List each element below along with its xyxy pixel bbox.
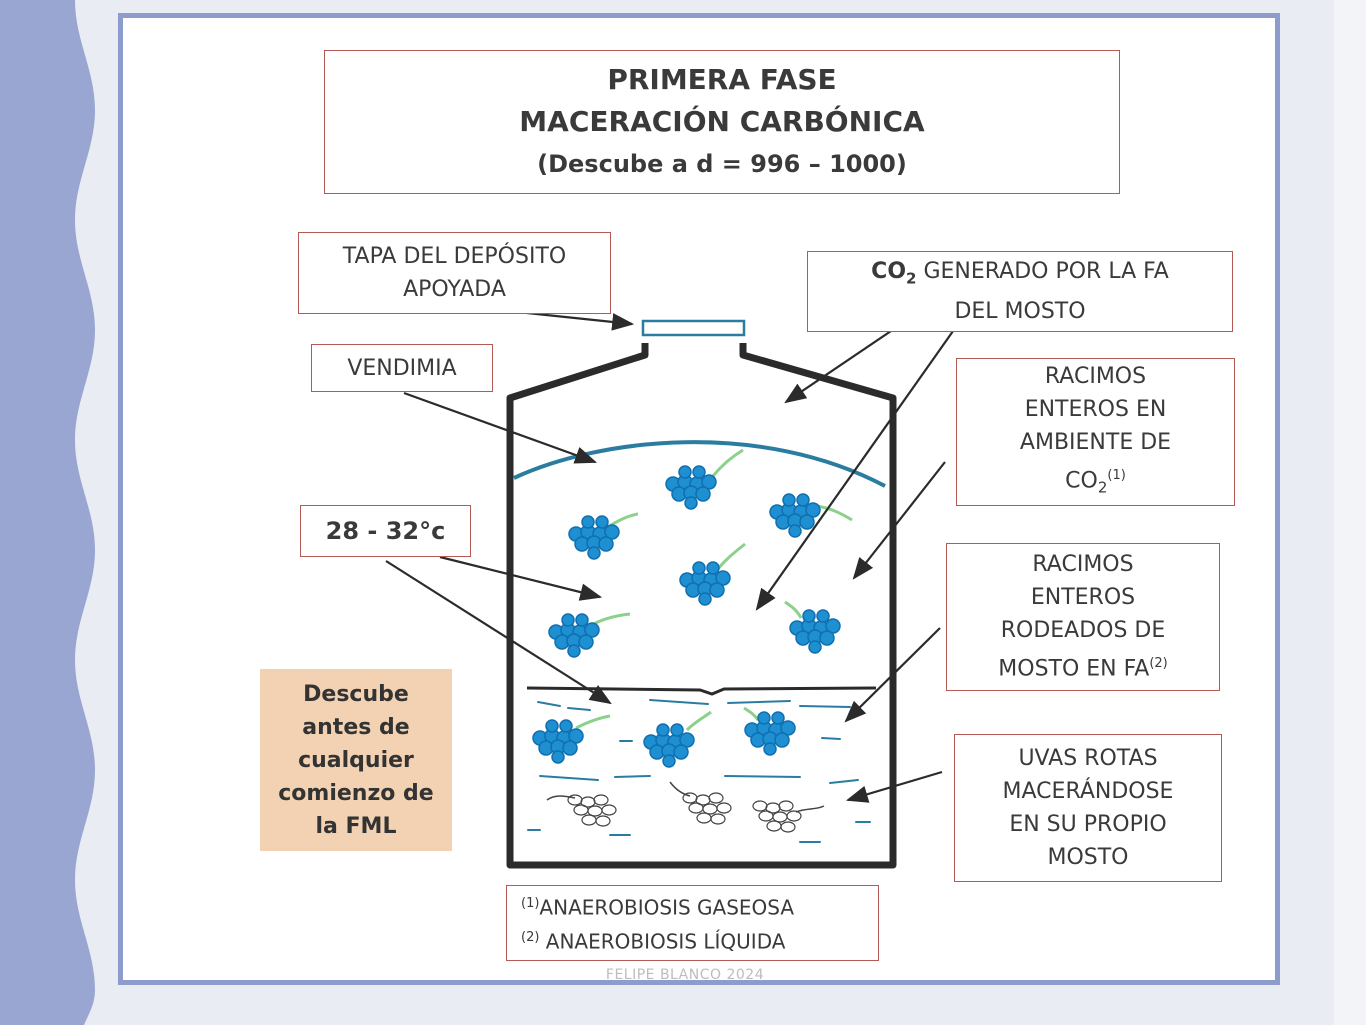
grape-bunch — [548, 612, 631, 658]
racimos-co2-line-3: AMBIENTE DE — [1019, 429, 1172, 455]
title-line-2: MACERACIÓN CARBÓNICA — [519, 105, 925, 138]
co2-label-line-1: CO2 GENERADO POR LA FA — [871, 258, 1169, 288]
arrow-temp-lower — [385, 560, 612, 705]
tank-outline — [506, 343, 897, 869]
uvas-line-2: MACERÁNDOSE — [1002, 779, 1174, 804]
title-line-3: (Descube a d = 996 – 1000) — [537, 150, 907, 178]
crushed-grapes — [546, 794, 617, 827]
grape-bunch — [679, 542, 746, 606]
lid-label: TAPA DEL DEPÓSITO APOYADA — [298, 232, 611, 314]
vendimia-surface — [513, 440, 886, 488]
racimos-mosto-line-1: RACIMOS — [1032, 552, 1134, 578]
arrow-temp-upper — [439, 555, 603, 601]
racimos-co2-line-4: CO2(1) — [1065, 467, 1126, 497]
crushed-grapes — [669, 781, 732, 825]
must-level-line — [526, 686, 877, 696]
must-dashes — [527, 699, 871, 843]
uvas-line-1: UVAS ROTAS — [1018, 746, 1158, 771]
grape-bunch — [769, 493, 853, 538]
descube-line-4: comienzo de — [278, 780, 434, 806]
tank-lid — [641, 319, 746, 337]
arrow-co2-grapes — [755, 323, 959, 611]
wave-shape — [0, 0, 95, 1025]
temperature-label-text: 28 - 32°c — [325, 516, 446, 545]
arrow-racimos-mosto — [844, 627, 941, 723]
grape-bunch — [643, 710, 712, 768]
racimos-mosto-line-3: RODEADOS DE — [1000, 618, 1166, 644]
crushed-grapes — [752, 800, 825, 833]
racimos-co2-label: RACIMOS ENTEROS EN AMBIENTE DE CO2(1) — [956, 358, 1235, 506]
footnotes-box: (1)ANAEROBIOSIS GASEOSA (2) ANAEROBIOSIS… — [506, 885, 879, 961]
descube-line-3: cualquier — [298, 747, 414, 773]
footer-credit: FELIPE BLANCO 2024 — [605, 967, 765, 983]
arrow-racimos-co2 — [852, 461, 946, 580]
descube-line-5: la FML — [315, 813, 397, 839]
uvas-line-4: MOSTO — [1047, 845, 1129, 870]
racimos-co2-line-2: ENTEROS EN — [1024, 396, 1167, 422]
vendimia-label-text: VENDIMIA — [347, 355, 457, 381]
co2-label-line-2: DEL MOSTO — [954, 299, 1086, 325]
vendimia-label: VENDIMIA — [311, 344, 493, 392]
title-box: PRIMERA FASE MACERACIÓN CARBÓNICA (Descu… — [324, 50, 1120, 194]
grape-bunch — [665, 448, 744, 510]
co2-label: CO2 GENERADO POR LA FA DEL MOSTO — [807, 251, 1233, 332]
decorative-wave-strip — [0, 0, 95, 1025]
arrow-uvas — [845, 770, 943, 803]
descube-note: Descube antes de cualquier comienzo de l… — [260, 669, 452, 851]
temperature-label: 28 - 32°c — [300, 505, 471, 557]
racimos-mosto-line-4: MOSTO EN FA(2) — [998, 656, 1168, 682]
grape-bunch — [784, 600, 841, 654]
grape-bunch — [568, 512, 639, 560]
lid-label-line-2: APOYADA — [403, 277, 506, 302]
grape-bunch — [743, 706, 796, 756]
descube-line-1: Descube — [303, 681, 409, 707]
pointer-arrows — [385, 307, 959, 803]
arrow-vendimia — [403, 391, 598, 464]
racimos-mosto-label: RACIMOS ENTEROS RODEADOS DE MOSTO EN FA(… — [946, 543, 1220, 691]
descube-line-2: antes de — [302, 714, 410, 740]
racimos-mosto-line-2: ENTEROS — [1030, 585, 1136, 611]
grape-bunch — [532, 714, 611, 764]
uvas-line-3: EN SU PROPIO — [1009, 812, 1167, 837]
lid-label-line-1: TAPA DEL DEPÓSITO — [342, 244, 567, 269]
right-margin-strip — [1334, 0, 1366, 1025]
footnote-2: (2) ANAEROBIOSIS LÍQUIDA — [521, 929, 786, 954]
racimos-co2-line-1: RACIMOS — [1044, 363, 1147, 389]
uvas-rotas-label: UVAS ROTAS MACERÁNDOSE EN SU PROPIO MOST… — [954, 734, 1222, 882]
footnote-1: (1)ANAEROBIOSIS GASEOSA — [521, 896, 795, 920]
title-line-1: PRIMERA FASE — [607, 63, 837, 96]
